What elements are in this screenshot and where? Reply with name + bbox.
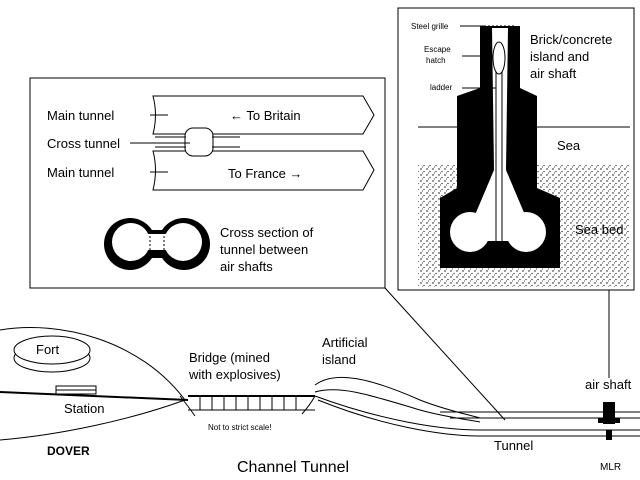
label-air-shaft: air shaft [585,377,632,392]
artificial-island-top [314,376,481,419]
escape-hatch [492,41,506,75]
cross-section-caption-1: Cross section of [220,225,314,240]
label-artificial-island-1: Artificial [322,335,368,350]
label-bridge-1: Bridge (mined [189,350,270,365]
air-shaft-channel [475,28,525,215]
label-escape-hatch-1: Escape [424,45,451,54]
air-shaft-inset: Steel grille Escape hatch ladder Brick/c… [397,7,635,291]
label-artificial-island-2: island [322,352,356,367]
label-fort: Fort [36,342,60,357]
label-bridge-2: with explosives) [188,367,281,382]
main-cross-section: Fort Station DOVER Bridge (mined with ex… [0,327,640,476]
label-to-france: To France → [228,166,302,181]
island-caption-2: island and [530,49,589,64]
island-caption-3: air shaft [530,66,577,81]
artificial-island-bottom [314,389,481,423]
label-to-britain: ← To Britain [230,108,301,123]
label-mlr: MLR [600,462,621,473]
cross-section-symbol [104,218,210,270]
label-escape-hatch-2: hatch [426,56,446,65]
label-dover: DOVER [47,444,90,458]
tunnel-line-2 [317,399,640,437]
label-main-tunnel-top: Main tunnel [47,108,114,123]
connector-left-inset [384,287,506,421]
label-ladder: ladder [430,83,453,92]
label-cross-tunnel: Cross tunnel [47,136,120,151]
label-sea: Sea [557,138,581,153]
dover-ground-line [0,391,189,401]
cross-section-caption-2: tunnel between [220,242,308,257]
tunnel-plan-inset: Main tunnel Cross tunnel Main tunnel ← T… [29,77,386,289]
label-tunnel: Tunnel [494,438,533,453]
main-tunnel-bottom-shape [152,150,375,191]
tunnel-line-1 [314,395,640,431]
label-sea-bed: Sea bed [575,222,623,237]
label-station: Station [64,401,104,416]
cross-section-caption-3: air shafts [220,259,273,274]
air-shaft-marker [598,402,620,440]
bridge-piers [199,396,297,410]
diagram-title: Channel Tunnel [237,459,349,476]
label-main-tunnel-bottom: Main tunnel [47,165,114,180]
cross-tunnel-shape [184,127,214,157]
label-steel-grille: Steel grille [411,22,449,31]
fort-shape [13,335,91,373]
main-tunnel-top-shape [152,95,375,135]
island-caption-1: Brick/concrete [530,32,612,47]
label-not-to-scale: Not to strict scale! [208,423,272,432]
